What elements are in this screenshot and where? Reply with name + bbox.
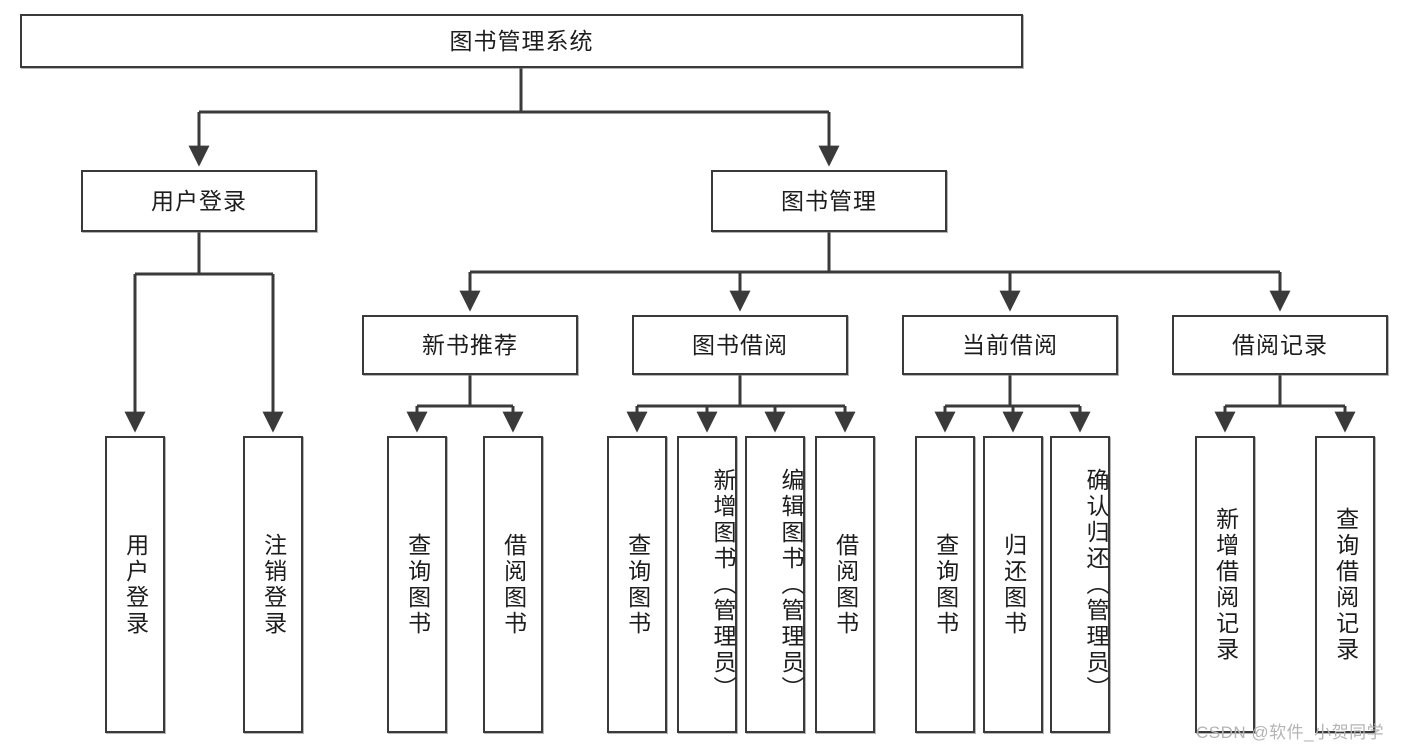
- node-book-borrow[interactable]: 图书借阅: [632, 315, 848, 375]
- node-leaf-logout-login[interactable]: 注销登录: [243, 436, 303, 733]
- node-leaf-borrow-book-1[interactable]: 借阅图书: [483, 436, 543, 733]
- node-leaf-add-book[interactable]: 新增图书（管理员）: [677, 436, 737, 733]
- node-leaf-query-book-2[interactable]: 查询图书: [607, 436, 667, 733]
- node-leaf-add-record[interactable]: 新增借阅记录: [1195, 436, 1255, 733]
- node-leaf-query-record[interactable]: 查询借阅记录: [1315, 436, 1375, 733]
- node-new-book-recommend[interactable]: 新书推荐: [362, 315, 578, 375]
- node-leaf-return-book[interactable]: 归还图书: [983, 436, 1043, 733]
- node-leaf-edit-book[interactable]: 编辑图书（管理员）: [745, 436, 805, 733]
- node-leaf-query-book-1[interactable]: 查询图书: [387, 436, 447, 733]
- node-borrow-record[interactable]: 借阅记录: [1172, 315, 1388, 375]
- node-leaf-confirm-return[interactable]: 确认归还（管理员）: [1050, 436, 1110, 733]
- node-leaf-query-book-3[interactable]: 查询图书: [915, 436, 975, 733]
- node-leaf-user-login[interactable]: 用户登录: [105, 436, 165, 733]
- node-book-management[interactable]: 图书管理: [711, 170, 947, 232]
- node-user-login[interactable]: 用户登录: [81, 170, 317, 232]
- node-root[interactable]: 图书管理系统: [20, 14, 1023, 68]
- node-current-borrow[interactable]: 当前借阅: [902, 315, 1118, 375]
- node-leaf-borrow-book-2[interactable]: 借阅图书: [815, 436, 875, 733]
